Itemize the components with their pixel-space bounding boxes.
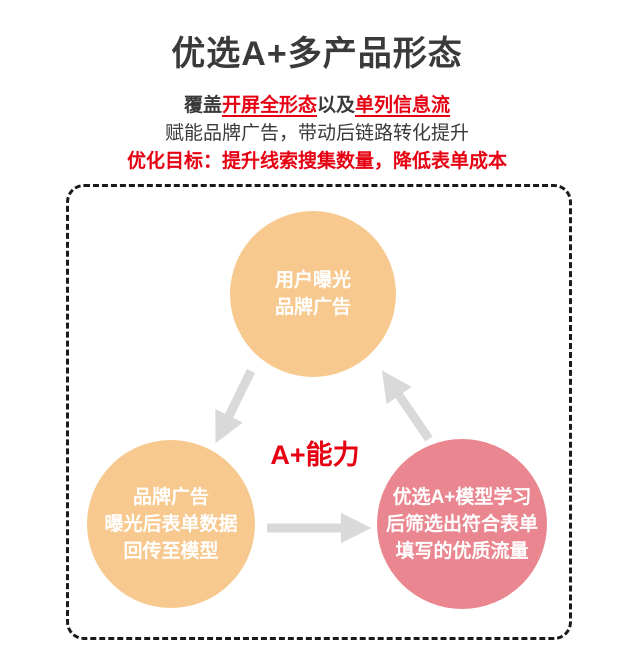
- page-title: 优选A+多产品形态: [171, 35, 463, 73]
- cycle-center-label: A+能力: [270, 440, 360, 470]
- node-text-line: 曝光后表单数据: [104, 513, 238, 535]
- subtitle-line-1: 覆盖开屏全形态以及单列信息流: [0, 90, 634, 117]
- subtitle-segment-highlight: 开屏全形态: [221, 95, 317, 116]
- node-aplus-model: 优选A+模型学习 后筛选出符合表单 填写的优质流量: [377, 439, 547, 609]
- node-text-line: 后筛选出符合表单: [385, 513, 538, 535]
- node-brand-ad-feedback: 品牌广告 曝光后表单数据 回传至模型: [87, 440, 255, 608]
- node-text-line: 品牌广告: [274, 297, 351, 318]
- node-text-line: 用户曝光: [274, 270, 351, 291]
- diagram-dashed-border: [66, 184, 572, 640]
- node-text-line: 填写的优质流量: [395, 540, 529, 562]
- subtitle-segment: 以及: [317, 95, 356, 116]
- subtitle-segment-highlight: 单列信息流: [355, 95, 451, 116]
- subtitle-line-2: 赋能品牌广告，带动后链路转化提升: [164, 123, 469, 144]
- subtitle-line-3: 优化目标：提升线索搜集数量，降低表单成本: [126, 151, 507, 172]
- node-text-line: 回传至模型: [123, 540, 219, 562]
- node-text-line: 品牌广告: [132, 486, 209, 508]
- node-text-line: 优选A+模型学习: [392, 486, 532, 508]
- subtitle-segment: 覆盖: [183, 95, 222, 116]
- node-user-exposure: 用户曝光 品牌广告: [230, 211, 396, 377]
